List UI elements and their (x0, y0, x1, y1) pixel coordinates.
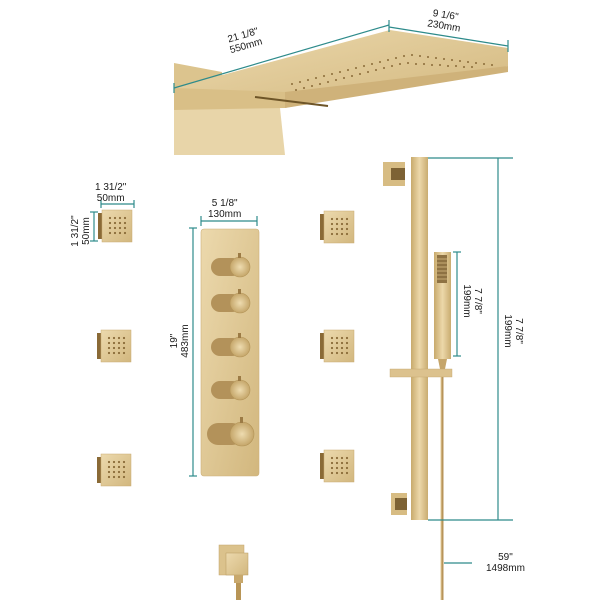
body-jet-width-label: 1 31/2" 50mm (95, 182, 126, 204)
hose-length-inches: 59" (498, 552, 513, 563)
rain-head-dimension-lines (173, 20, 509, 93)
valve-panel-dimension-lines (189, 216, 258, 477)
slide-bar (411, 157, 428, 520)
hand-shower-length-label: 7 7/8" 199mm (461, 271, 483, 331)
hand-shower-length-inches: 7 7/8" (472, 288, 483, 314)
wall-elbow-outlet (218, 544, 249, 600)
body-jet-height-mm: 50mm (81, 217, 92, 245)
valve-handle (211, 253, 251, 278)
slide-bar-length-label: 7 7/8" 199mm (502, 301, 524, 361)
body-jet-width-inches: 1 31/2" (95, 182, 127, 193)
valve-handle (211, 376, 251, 401)
slide-bar-length-inches: 7 7/8" (513, 318, 524, 344)
body-jet-dimension-lines (90, 200, 135, 242)
slide-bar-assembly (383, 157, 513, 600)
body-jet (97, 329, 132, 363)
body-jet (320, 210, 355, 244)
body-jet (320, 329, 355, 363)
nozzle-grid (291, 54, 493, 91)
thermostatic-valve-panel (189, 216, 260, 477)
body-jet (320, 449, 355, 483)
hose-length-mm: 1498mm (486, 563, 525, 574)
slide-bar-dimension-lines (428, 157, 513, 564)
slide-bar-length-mm: 199mm (502, 314, 513, 348)
body-jet (98, 209, 133, 243)
valve-panel-height-mm: 483mm (180, 324, 191, 358)
valve-panel-height-inches: 19" (169, 333, 180, 349)
hose-length-label: 59" 1498mm (486, 552, 525, 574)
waterfall-outlet (254, 96, 329, 107)
body-jet-width-mm: 50mm (96, 193, 125, 204)
valve-panel-width-mm: 130mm (208, 209, 242, 220)
hand-shower-length-mm: 199mm (461, 284, 472, 318)
valve-handle (211, 289, 251, 314)
body-jet-group (90, 200, 355, 487)
valve-panel-height-label: 19" 483mm (169, 311, 191, 371)
body-jet (97, 453, 132, 487)
valve-handle (207, 417, 255, 447)
body-jet-height-inches: 1 31/2" (70, 215, 81, 247)
valve-panel-width-label: 5 1/8" 130mm (208, 198, 241, 220)
rain-shower-head (173, 20, 509, 155)
body-jet-height-label: 1 31/2" 50mm (70, 206, 92, 256)
valve-panel-width-inches: 5 1/8" (211, 198, 238, 209)
valve-handle (211, 333, 251, 358)
